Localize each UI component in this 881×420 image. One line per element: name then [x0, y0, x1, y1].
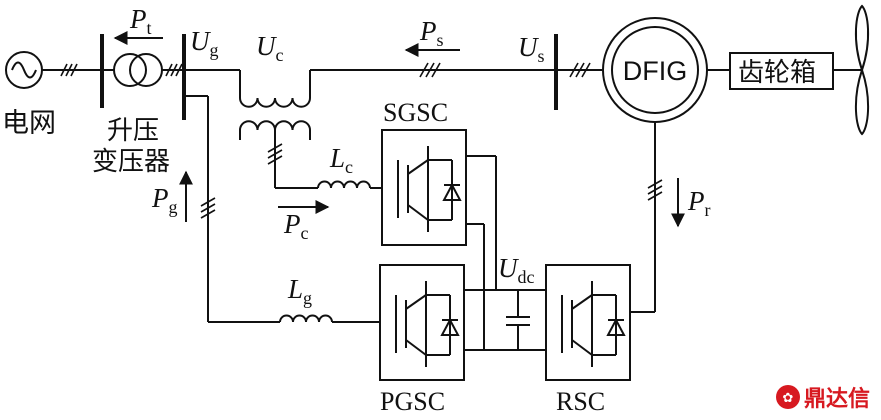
symbol-pr: Pr	[687, 186, 711, 220]
three-phase-mark	[200, 197, 216, 219]
pgsc-converter	[379, 264, 465, 381]
transformer-label-line2: 变压器	[92, 147, 170, 177]
inductor-lc	[317, 180, 371, 189]
svg-text:✿: ✿	[783, 391, 794, 406]
symbol-uc: Uc	[256, 31, 284, 65]
dfig-label: DFIG	[623, 56, 688, 86]
symbol-pt: Pt	[129, 4, 152, 38]
symbol-pc: Pc	[283, 209, 309, 243]
rsc-converter	[545, 264, 631, 381]
step-up-transformer-icon	[102, 53, 184, 87]
three-phase-mark	[165, 63, 183, 77]
watermark-text: 鼎达信	[804, 386, 870, 412]
three-phase-mark	[569, 62, 591, 78]
rsc-label: RSC	[556, 387, 605, 416]
series-transformer-primary	[239, 97, 311, 108]
symbol-ug: Ug	[190, 26, 219, 60]
symbol-lc: Lc	[329, 143, 353, 177]
transformer-label-line1: 升压	[107, 116, 159, 146]
grid-source-icon	[5, 51, 43, 89]
three-phase-mark	[647, 179, 663, 201]
three-phase-mark	[267, 143, 283, 165]
turbine-blades-icon	[854, 4, 870, 136]
power-arrows	[113, 31, 685, 228]
sgsc-label: SGSC	[383, 98, 448, 127]
symbol-udc: Udc	[498, 253, 535, 287]
sgsc-converter	[381, 129, 467, 246]
three-phase-mark	[60, 63, 78, 77]
gearbox-label: 齿轮箱	[738, 58, 816, 88]
grid-label: 电网	[2, 108, 56, 139]
symbol-us: Us	[518, 32, 545, 66]
watermark: ✿ 鼎达信	[776, 385, 870, 412]
symbol-ps: Ps	[419, 16, 444, 50]
pgsc-label: PGSC	[380, 387, 445, 416]
dc-link	[464, 155, 546, 351]
symbol-lg: Lg	[287, 274, 312, 308]
series-transformer-secondary	[239, 120, 311, 131]
inductor-lg	[279, 314, 333, 323]
watermark-logo-icon	[776, 385, 800, 409]
symbol-pg: Pg	[151, 183, 178, 217]
three-phase-mark	[419, 62, 441, 78]
